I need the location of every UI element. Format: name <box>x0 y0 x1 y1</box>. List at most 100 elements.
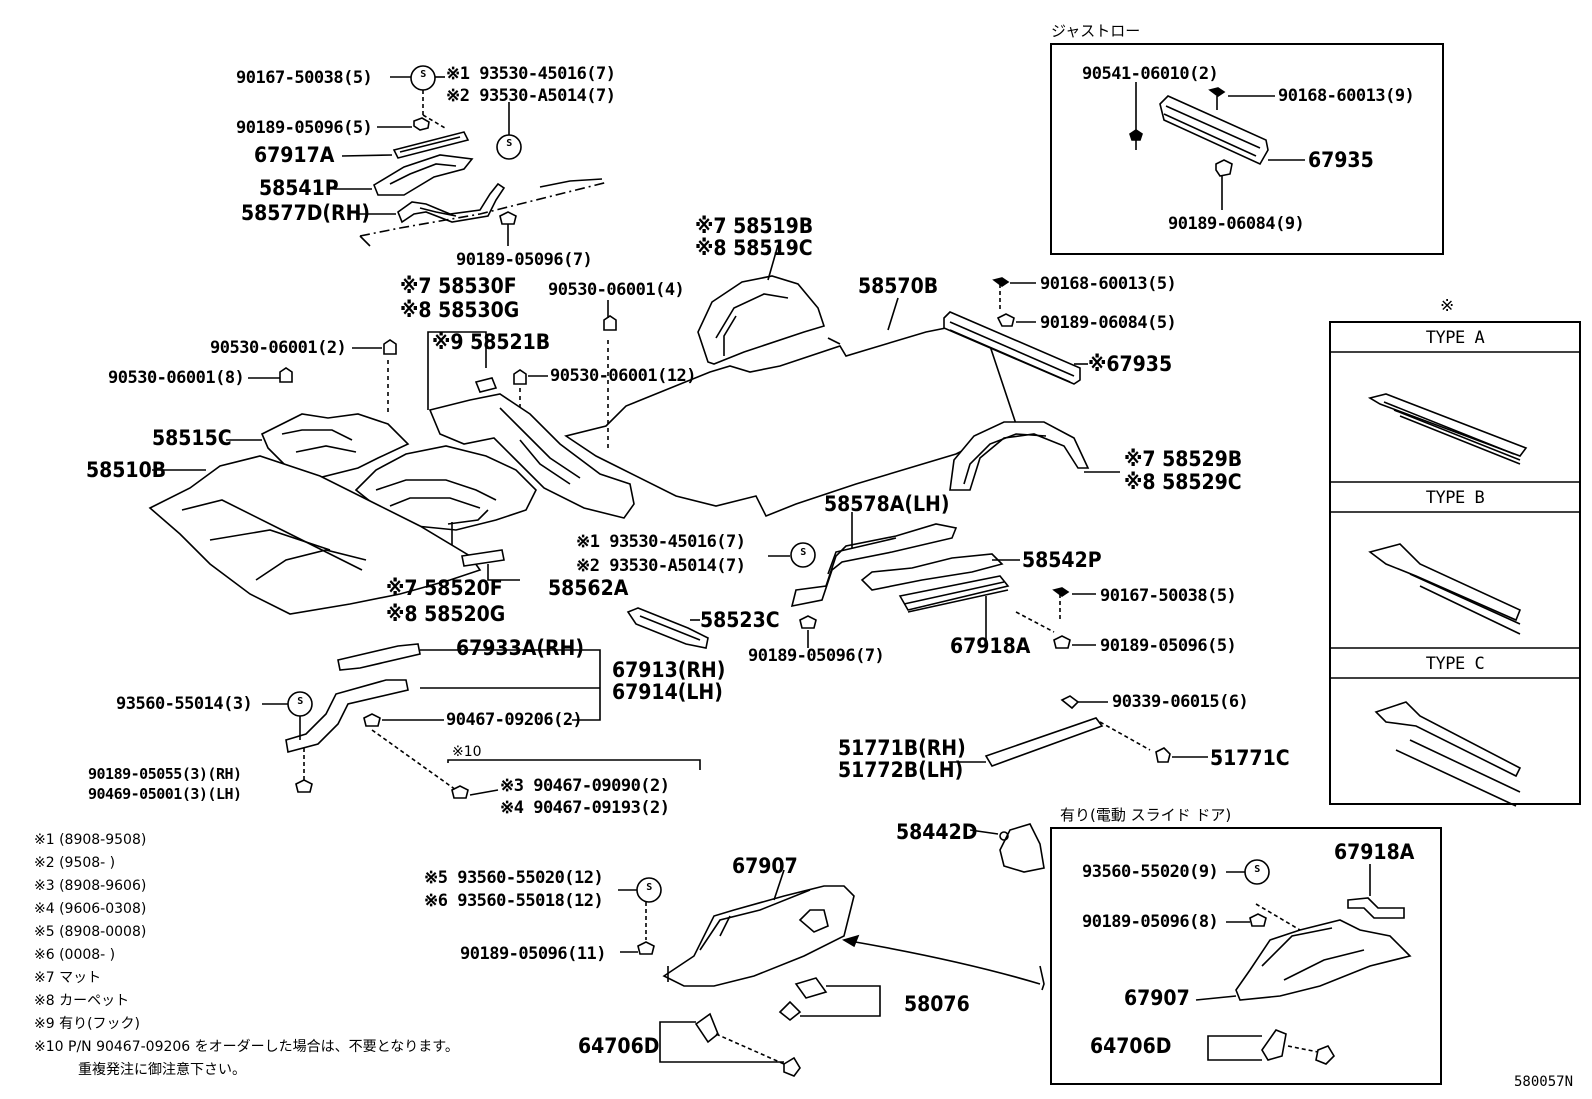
part-label: 90189-06084(9) <box>1168 214 1305 234</box>
part-label: ※8 58519C <box>695 236 813 260</box>
footnote: ※4 (9606-0308) <box>34 901 147 917</box>
part-label: 90189-05096(7) <box>748 646 885 666</box>
footnote: ※8 カーペット <box>34 993 130 1009</box>
part-label: 58578A(LH) <box>824 492 950 516</box>
part-label: 58523C <box>700 608 780 632</box>
part-label: 67917A <box>254 143 335 167</box>
part-label: 58510B <box>86 458 167 482</box>
just-low-box-title: ジャストロー <box>1051 22 1141 40</box>
part-label: 90189-05055(3)(RH) <box>88 765 242 783</box>
s-symbol: S <box>297 696 303 707</box>
part-label: 90189-05096(7) <box>456 250 593 270</box>
part-label: 67918A <box>1334 840 1415 864</box>
part-label: 90530-06001(8) <box>108 368 245 388</box>
part-label: 67913(RH) <box>612 658 726 682</box>
part-label: 51771C <box>1210 746 1290 770</box>
part-label: ※2 93530-A5014(7) <box>446 86 616 106</box>
part-label: 58442D <box>896 820 978 844</box>
part-label: 58542P <box>1022 548 1102 572</box>
part-label: 64706D <box>578 1034 660 1058</box>
part-label: ※8 58520G <box>386 602 506 626</box>
part-label: 93560-55020(9) <box>1082 862 1219 882</box>
part-label: 67907 <box>732 854 798 878</box>
part-label: 67935 <box>1308 148 1374 172</box>
part-label: 90189-06084(5) <box>1040 313 1177 333</box>
part-label: 90168-60013(9) <box>1278 86 1415 106</box>
bracket-58442d <box>969 823 1045 873</box>
footnote: ※1 (8908-9508) <box>34 832 147 848</box>
part-label: 90541-06010(2) <box>1082 64 1219 84</box>
part-label: 67914(LH) <box>612 680 723 704</box>
just-low-box <box>1050 43 1444 255</box>
part-label: 67933A(RH) <box>456 636 584 660</box>
part-label: ※7 58519B <box>695 214 814 238</box>
part-label: 90467-09206(2) <box>446 710 583 730</box>
lower-left-assembly <box>262 643 701 799</box>
center-floor-assembly <box>148 244 1120 649</box>
part-label: ※8 58530G <box>400 298 520 322</box>
part-label: 58515C <box>152 426 232 450</box>
part-label: 90469-05001(3)(LH) <box>88 785 242 803</box>
power-slide-box-title: 有り(電動 スライド ドア) <box>1060 806 1232 824</box>
part-label: ※2 93530-A5014(7) <box>576 556 746 576</box>
s-symbol: S <box>1254 864 1260 875</box>
part-label: 51772B(LH) <box>838 758 964 782</box>
footnote: ※10 P/N 90467-09206 をオーダーした場合は、不要となります。 <box>34 1039 459 1055</box>
part-label: 67918A <box>950 634 1031 658</box>
part-label: ※8 58529C <box>1124 470 1242 494</box>
part-label: ※9 58521B <box>432 330 551 354</box>
part-label: 58570B <box>858 274 939 298</box>
part-label: 90189-05096(8) <box>1082 912 1219 932</box>
footnote: ※2 (9508- ) <box>34 855 116 871</box>
part-label: 90530-06001(4) <box>548 280 685 300</box>
s-symbol: S <box>646 882 652 893</box>
part-label: 93560-55014(3) <box>116 694 253 714</box>
part-label: 90189-05096(5) <box>1100 636 1237 656</box>
part-label: 90339-06015(6) <box>1112 692 1249 712</box>
part-label: 90189-05096(11) <box>460 944 607 964</box>
s-symbol: S <box>800 547 806 558</box>
type-box <box>1329 321 1581 807</box>
footnote: ※5 (8908-0008) <box>34 924 147 940</box>
type-a-label: TYPE A <box>1425 328 1485 348</box>
part-label: ※7 58530F <box>400 274 517 298</box>
part-label: ※67935 <box>1088 352 1173 376</box>
note-mark: ※10 <box>452 744 482 760</box>
footnote: 重複発注に御注意下さい。 <box>78 1062 246 1078</box>
type-box-mark: ※ <box>1440 296 1454 316</box>
part-label: 58562A <box>548 576 629 600</box>
power-slide-door-box <box>1050 827 1442 1085</box>
part-label: ※1 93530-45016(7) <box>576 532 746 552</box>
part-label: 58577D(RH) <box>241 201 371 225</box>
part-label: 90530-06001(2) <box>210 338 347 358</box>
part-label: 58076 <box>904 992 970 1016</box>
part-label: ※1 93530-45016(7) <box>446 64 616 84</box>
part-label: ※3 90467-09090(2) <box>500 776 670 796</box>
part-label: 67907 <box>1124 986 1190 1010</box>
part-label: 90189-05096(5) <box>236 118 373 138</box>
footnote: ※6 (0008- ) <box>34 947 116 963</box>
part-label: ※4 90467-09193(2) <box>500 798 670 818</box>
part-label: 90168-60013(5) <box>1040 274 1177 294</box>
part-label: ※6 93560-55018(12) <box>424 891 604 911</box>
part-label: ※7 58529B <box>1124 447 1243 471</box>
type-b-label: TYPE B <box>1425 488 1485 508</box>
type-c-label: TYPE C <box>1425 654 1485 674</box>
footnote: ※7 マット <box>34 970 102 986</box>
s-symbol: S <box>506 138 512 149</box>
footnote: ※3 (8908-9606) <box>34 878 147 894</box>
footnote: ※9 有り(フック) <box>34 1016 141 1032</box>
top-left-assembly <box>334 65 609 247</box>
stabilizer-assembly <box>948 695 1208 767</box>
part-label: 90167-50038(5) <box>236 68 373 88</box>
part-label: 90530-06001(12) <box>550 366 697 386</box>
part-label: 58541P <box>259 176 339 200</box>
step-assembly <box>618 869 1045 1077</box>
part-label: 90167-50038(5) <box>1100 586 1237 606</box>
part-label: 64706D <box>1090 1034 1172 1058</box>
diagram-code: 580057N <box>1514 1074 1574 1090</box>
s-symbol: S <box>420 69 426 80</box>
part-label: ※7 58520F <box>386 576 503 600</box>
